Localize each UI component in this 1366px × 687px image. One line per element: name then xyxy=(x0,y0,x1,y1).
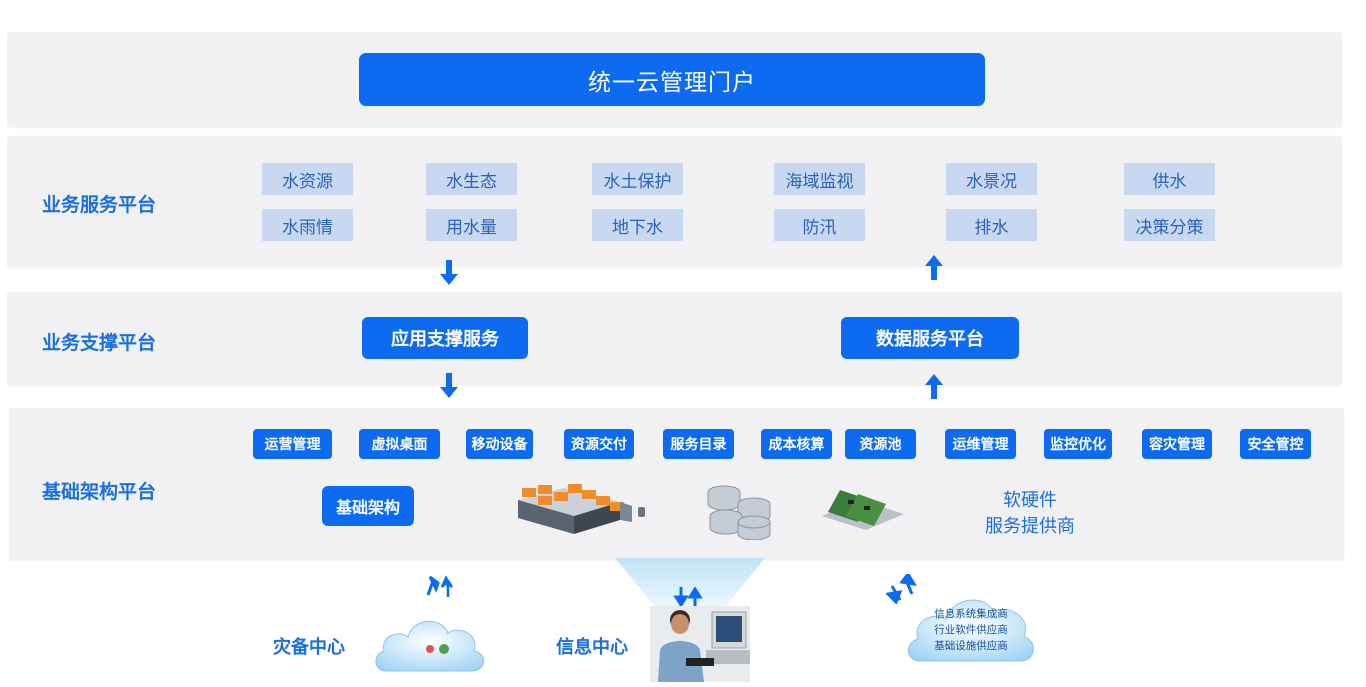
bidirectional-arrow-icon xyxy=(426,575,454,597)
infra-tag-1[interactable]: 运营管理 xyxy=(253,429,332,459)
service-chip-6[interactable]: 供水 xyxy=(1124,163,1215,195)
infrastructure-label: 基础架构平台 xyxy=(42,481,157,503)
data-service-platform[interactable]: 数据服务平台 xyxy=(841,317,1019,359)
service-chip-7[interactable]: 水雨情 xyxy=(262,209,353,241)
business-service-band xyxy=(7,136,1342,267)
base-infrastructure[interactable]: 基础架构 xyxy=(322,486,414,526)
supplier-line-1: 信息系统集成商 xyxy=(934,608,1008,620)
supplier-line-2: 行业软件供应商 xyxy=(934,624,1008,636)
service-chip-11[interactable]: 排水 xyxy=(946,209,1037,241)
service-chip-3[interactable]: 水土保护 xyxy=(592,163,683,195)
service-chip-12[interactable]: 决策分策 xyxy=(1124,209,1215,241)
infra-tag-7[interactable]: 资源池 xyxy=(845,429,916,459)
arrow-down-icon xyxy=(440,260,458,285)
infra-tag-3[interactable]: 移动设备 xyxy=(466,429,533,459)
infra-tag-4[interactable]: 资源交付 xyxy=(564,429,634,459)
service-chip-2[interactable]: 水生态 xyxy=(426,163,517,195)
infra-tag-8[interactable]: 运维管理 xyxy=(945,429,1016,459)
business-service-label: 业务服务平台 xyxy=(42,194,157,216)
unified-cloud-portal[interactable]: 统一云管理门户 xyxy=(359,53,985,106)
supplier-list: 信息系统集成商 行业软件供应商 基础设施供应商 xyxy=(912,606,1030,654)
service-chip-4[interactable]: 海域监视 xyxy=(774,163,865,195)
info-center-label: 信息中心 xyxy=(556,637,628,658)
infra-tag-9[interactable]: 监控优化 xyxy=(1044,429,1112,459)
infra-tag-10[interactable]: 容灾管理 xyxy=(1142,429,1212,459)
bidirectional-arrow-icon xyxy=(673,587,703,607)
infra-tag-5[interactable]: 服务目录 xyxy=(663,429,734,459)
bidirectional-arrow-icon xyxy=(886,574,917,604)
database-icon xyxy=(707,485,771,540)
service-chip-10[interactable]: 防汛 xyxy=(774,209,865,241)
infra-tag-2[interactable]: 虚拟桌面 xyxy=(359,429,440,459)
hardware-software-provider: 软硬件 服务提供商 xyxy=(960,488,1100,540)
hardware-board-icon xyxy=(822,490,904,530)
operator-workstation-icon xyxy=(650,606,750,682)
arrow-up-icon xyxy=(925,255,943,280)
service-chip-8[interactable]: 用水量 xyxy=(426,209,517,241)
business-support-band xyxy=(7,292,1342,385)
disaster-recovery-label: 灾备中心 xyxy=(273,637,345,658)
server-rack-icon xyxy=(518,484,645,534)
provider-line-2: 服务提供商 xyxy=(985,516,1075,537)
infra-tag-11[interactable]: 安全管控 xyxy=(1240,429,1311,459)
infra-tag-6[interactable]: 成本核算 xyxy=(761,429,832,459)
app-support-service[interactable]: 应用支撑服务 xyxy=(362,317,528,359)
provider-line-1: 软硬件 xyxy=(1003,490,1057,511)
service-chip-5[interactable]: 水景况 xyxy=(946,163,1037,195)
business-support-label: 业务支撑平台 xyxy=(42,332,157,354)
supplier-line-3: 基础设施供应商 xyxy=(934,640,1008,652)
service-chip-9[interactable]: 地下水 xyxy=(592,209,683,241)
arrow-down-icon xyxy=(440,373,458,398)
cloud-icon xyxy=(375,620,484,672)
supplier-cloud-icon xyxy=(908,599,1034,662)
arrow-up-icon xyxy=(925,374,943,399)
service-chip-1[interactable]: 水资源 xyxy=(262,163,353,195)
